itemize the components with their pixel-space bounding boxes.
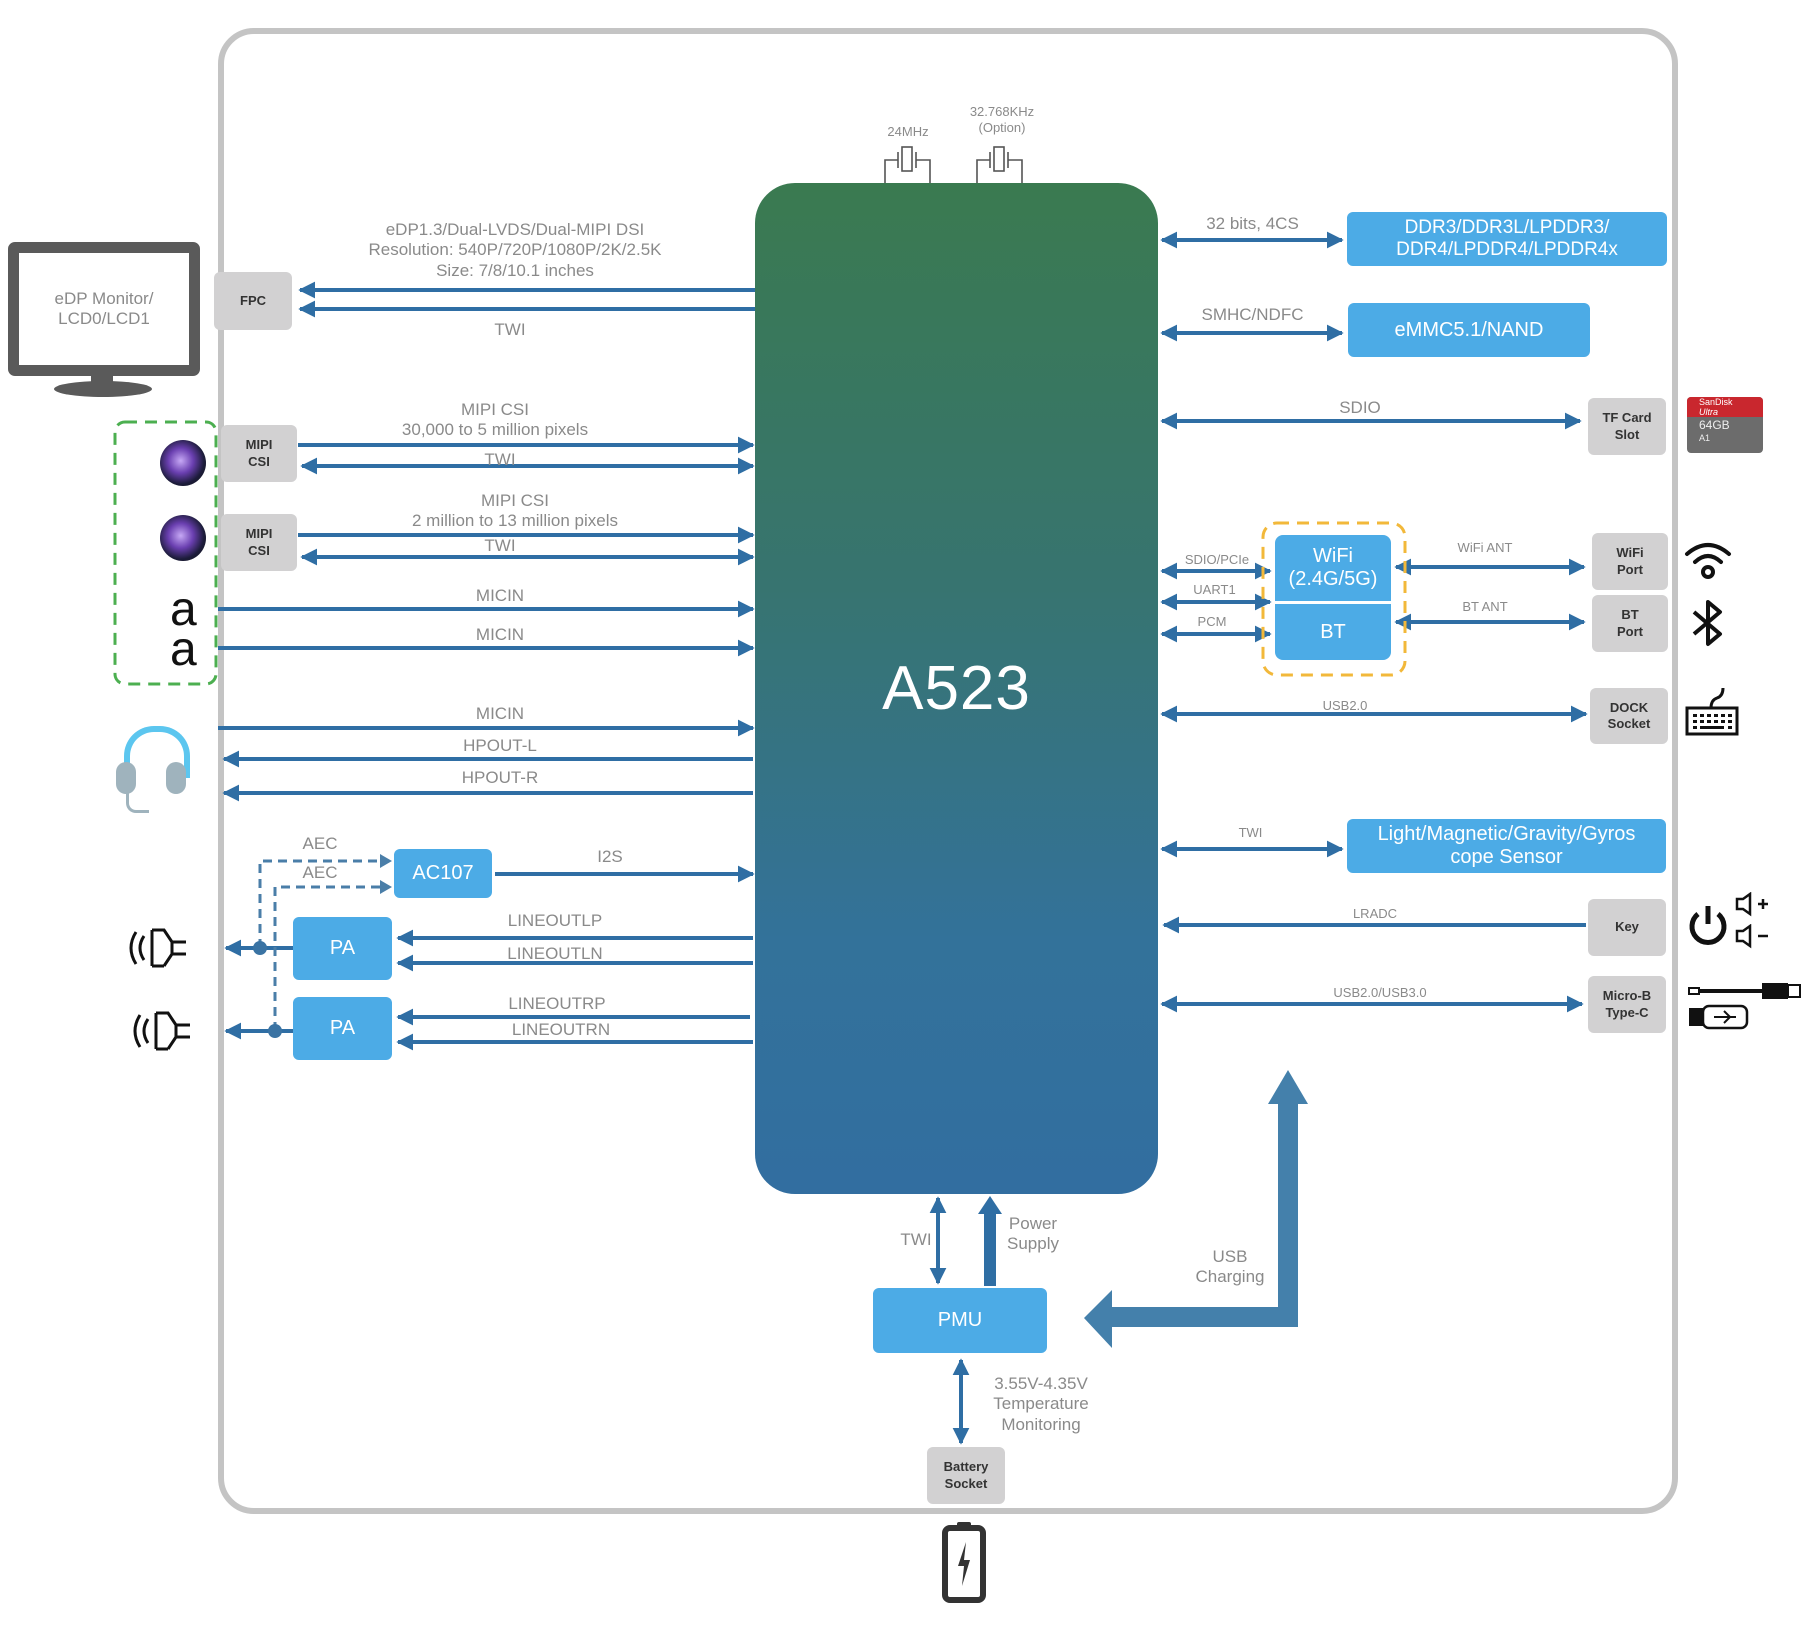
power-button-icon	[1689, 906, 1727, 945]
camera-icon-2	[160, 515, 206, 561]
sensor-block: Light/Magnetic/Gravity/Gyros cope Sensor	[1347, 819, 1666, 873]
microphone-icon-1: a	[170, 583, 197, 636]
crystal-32khz-label: 32.768KHz (Option)	[969, 104, 1035, 135]
micin-2-label: MICIN	[475, 625, 525, 644]
mipi-csi-connector-1: MIPI CSI	[221, 425, 297, 482]
speaker-icon-2	[133, 1011, 190, 1051]
soc-chip-label: A523	[882, 654, 1031, 723]
crystal-32khz	[976, 146, 1023, 183]
sensor-twi-label: TWI	[1238, 825, 1263, 840]
csi1-twi-label: TWI	[484, 450, 516, 469]
pmu-block: PMU	[873, 1288, 1047, 1353]
board-outline	[218, 28, 1678, 1514]
micro-b-type-c-connector: Micro-B Type-C	[1588, 976, 1666, 1033]
power-amp-1: PA	[293, 917, 392, 980]
bt-block: BT	[1275, 604, 1391, 660]
uart1-label: UART1	[1193, 582, 1236, 597]
usb-charging-label: USB Charging	[1195, 1247, 1265, 1287]
volume-down-icon	[1735, 924, 1768, 949]
aec-2-label: AEC	[302, 863, 338, 882]
mipi-csi-connector-2: MIPI CSI	[221, 514, 297, 571]
lradc-label: LRADC	[1352, 906, 1398, 921]
power-supply-label: Power Supply	[1007, 1214, 1059, 1254]
csi2-signal-label: MIPI CSI 2 million to 13 million pixels	[412, 491, 618, 531]
usb2-dock-label: USB2.0	[1322, 698, 1368, 713]
display-signal-label: eDP1.3/Dual-LVDS/Dual-MIPI DSI Resolutio…	[368, 220, 662, 280]
csi1-signal-label: MIPI CSI 30,000 to 5 million pixels	[401, 400, 589, 440]
lineoutlp-label: LINEOUTLP	[507, 911, 603, 930]
sdio-label: SDIO	[1339, 398, 1381, 417]
card-brand: SanDisk	[1699, 397, 1733, 407]
headset-icon	[116, 726, 194, 818]
aec-dash-1	[258, 859, 388, 948]
usb-bus-label: USB2.0/USB3.0	[1333, 985, 1427, 1000]
battery-socket: Battery Socket	[927, 1447, 1005, 1504]
key-connector: Key	[1588, 899, 1666, 956]
lineoutrp-label: LINEOUTRP	[508, 994, 606, 1013]
lineoutrn-label: LINEOUTRN	[511, 1020, 611, 1039]
monitor-label: eDP Monitor/ LCD0/LCD1	[54, 288, 154, 328]
emmc-block: eMMC5.1/NAND	[1348, 303, 1590, 357]
pcm-label: PCM	[1197, 614, 1227, 629]
microsd-card-icon: SanDisk Ultra 64GB A1	[1687, 397, 1763, 453]
sensor-group-outline	[113, 420, 218, 686]
usb-cable-icon	[1688, 983, 1801, 1030]
aec-1-label: AEC	[302, 834, 338, 853]
card-class: A1	[1699, 433, 1711, 443]
power-supply-arrow	[978, 1196, 1002, 1286]
headset-micin-label: MICIN	[475, 704, 525, 723]
aec-arrow-1	[380, 854, 392, 868]
csi2-twi-label: TWI	[484, 536, 516, 555]
crystal-24mhz	[884, 146, 931, 183]
soc-chip: A523	[755, 183, 1158, 1194]
dram-block: DDR3/DDR3L/LPDDR3/ DDR4/LPDDR4/LPDDR4x	[1347, 212, 1667, 266]
sdio-pcie-label: SDIO/PCIe	[1184, 552, 1250, 567]
keyboard-icon	[1685, 687, 1739, 736]
battery-icon	[942, 1522, 986, 1603]
lineoutln-label: LINEOUTLN	[507, 944, 603, 963]
aec-arrow-2	[380, 880, 392, 894]
microphone-icon-2: a	[170, 623, 197, 676]
battery-range-label: 3.55V-4.35V Temperature Monitoring	[993, 1374, 1089, 1434]
power-amp-2: PA	[293, 997, 392, 1060]
dram-bus-label: 32 bits, 4CS	[1206, 214, 1299, 233]
junction-dot-2	[268, 1024, 282, 1038]
usb-charging-arrow	[1084, 1070, 1308, 1348]
camera-icon-1	[160, 440, 206, 486]
wifi-port: WiFi Port	[1592, 533, 1668, 590]
speaker-icon-1	[129, 928, 186, 968]
junction-dot-1	[253, 941, 267, 955]
tf-card-slot: TF Card Slot	[1588, 398, 1666, 455]
fpc-connector: FPC	[214, 272, 292, 330]
bt-ant-label: BT ANT	[1462, 599, 1508, 614]
storage-bus-label: SMHC/NDFC	[1201, 305, 1304, 324]
ac107-codec: AC107	[394, 849, 492, 898]
bluetooth-icon	[1692, 600, 1722, 646]
card-size: 64GB	[1699, 418, 1730, 432]
wifi-ant-label: WiFi ANT	[1457, 540, 1513, 555]
wifi-block: WiFi (2.4G/5G)	[1275, 535, 1391, 601]
wifi-icon	[1685, 543, 1731, 579]
hpout-r-label: HPOUT-R	[461, 768, 539, 787]
display-twi-label: TWI	[494, 320, 526, 339]
monitor-icon: eDP Monitor/ LCD0/LCD1	[8, 242, 200, 397]
aec-dash-2	[273, 885, 388, 1031]
card-line: Ultra	[1699, 407, 1719, 417]
dock-socket: DOCK Socket	[1590, 688, 1668, 744]
volume-up-icon	[1735, 892, 1768, 917]
micin-1-label: MICIN	[475, 586, 525, 605]
hpout-l-label: HPOUT-L	[463, 736, 537, 755]
bt-port: BT Port	[1592, 595, 1668, 652]
i2s-label: I2S	[597, 847, 623, 866]
pmu-twi-label: TWI	[900, 1230, 932, 1249]
crystal-24mhz-label: 24MHz	[887, 124, 929, 139]
